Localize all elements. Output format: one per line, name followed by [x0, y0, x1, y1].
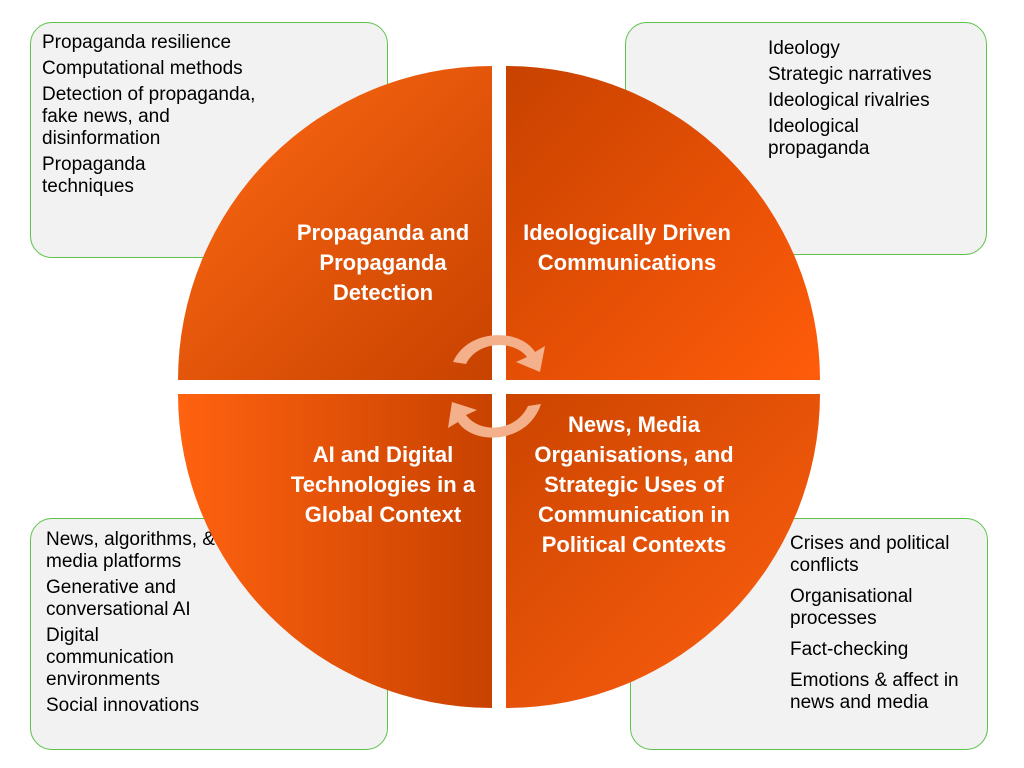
list-item: Detection of propaganda, fake news, and … [42, 84, 256, 149]
list-item: Social innovations [46, 695, 200, 716]
quadrant-label-bottom-right: News, Media Organisations, and Strategic… [534, 412, 734, 557]
list-item: Ideological rivalries [768, 90, 930, 111]
list-item: Digital communication environments [46, 625, 174, 690]
list-bottom-left: News, algorithms, & media platforms Gene… [46, 529, 226, 721]
list-item: Generative and conversational AI [46, 577, 191, 620]
cycle-arrows-icon [448, 335, 545, 438]
list-top-left: Propaganda resilience Computational meth… [42, 32, 282, 202]
list-item: Fact-checking [790, 639, 909, 660]
list-bottom-right: Crises and political conflicts Organisat… [790, 533, 980, 723]
list-item: Ideology [768, 38, 840, 59]
list-top-right: Ideology Strategic narratives Ideologica… [768, 38, 968, 164]
list-item: Ideological propaganda [768, 116, 870, 159]
list-item: Propaganda techniques [42, 154, 146, 197]
list-item: Crises and political conflicts [790, 533, 950, 576]
quadrant-bottom-left [178, 394, 492, 708]
quadrant-bottom-right [506, 394, 820, 708]
list-item: Propaganda resilience [42, 32, 232, 53]
quadrant-top-right [506, 66, 820, 380]
list-item: Computational methods [42, 58, 243, 79]
list-item: News, algorithms, & media platforms [46, 529, 215, 572]
list-item: Organisational processes [790, 586, 913, 629]
list-item: Strategic narratives [768, 64, 932, 85]
quadrant-label-top-left: Propaganda and Propaganda Detection [296, 220, 470, 305]
quadrant-label-top-right: Ideologically Driven Communications [523, 220, 731, 275]
quadrant-top-left [178, 66, 492, 380]
quadrant-label-bottom-left: AI and Digital Technologies in a Global … [290, 442, 476, 527]
list-item: Emotions & affect in news and media [790, 670, 959, 713]
